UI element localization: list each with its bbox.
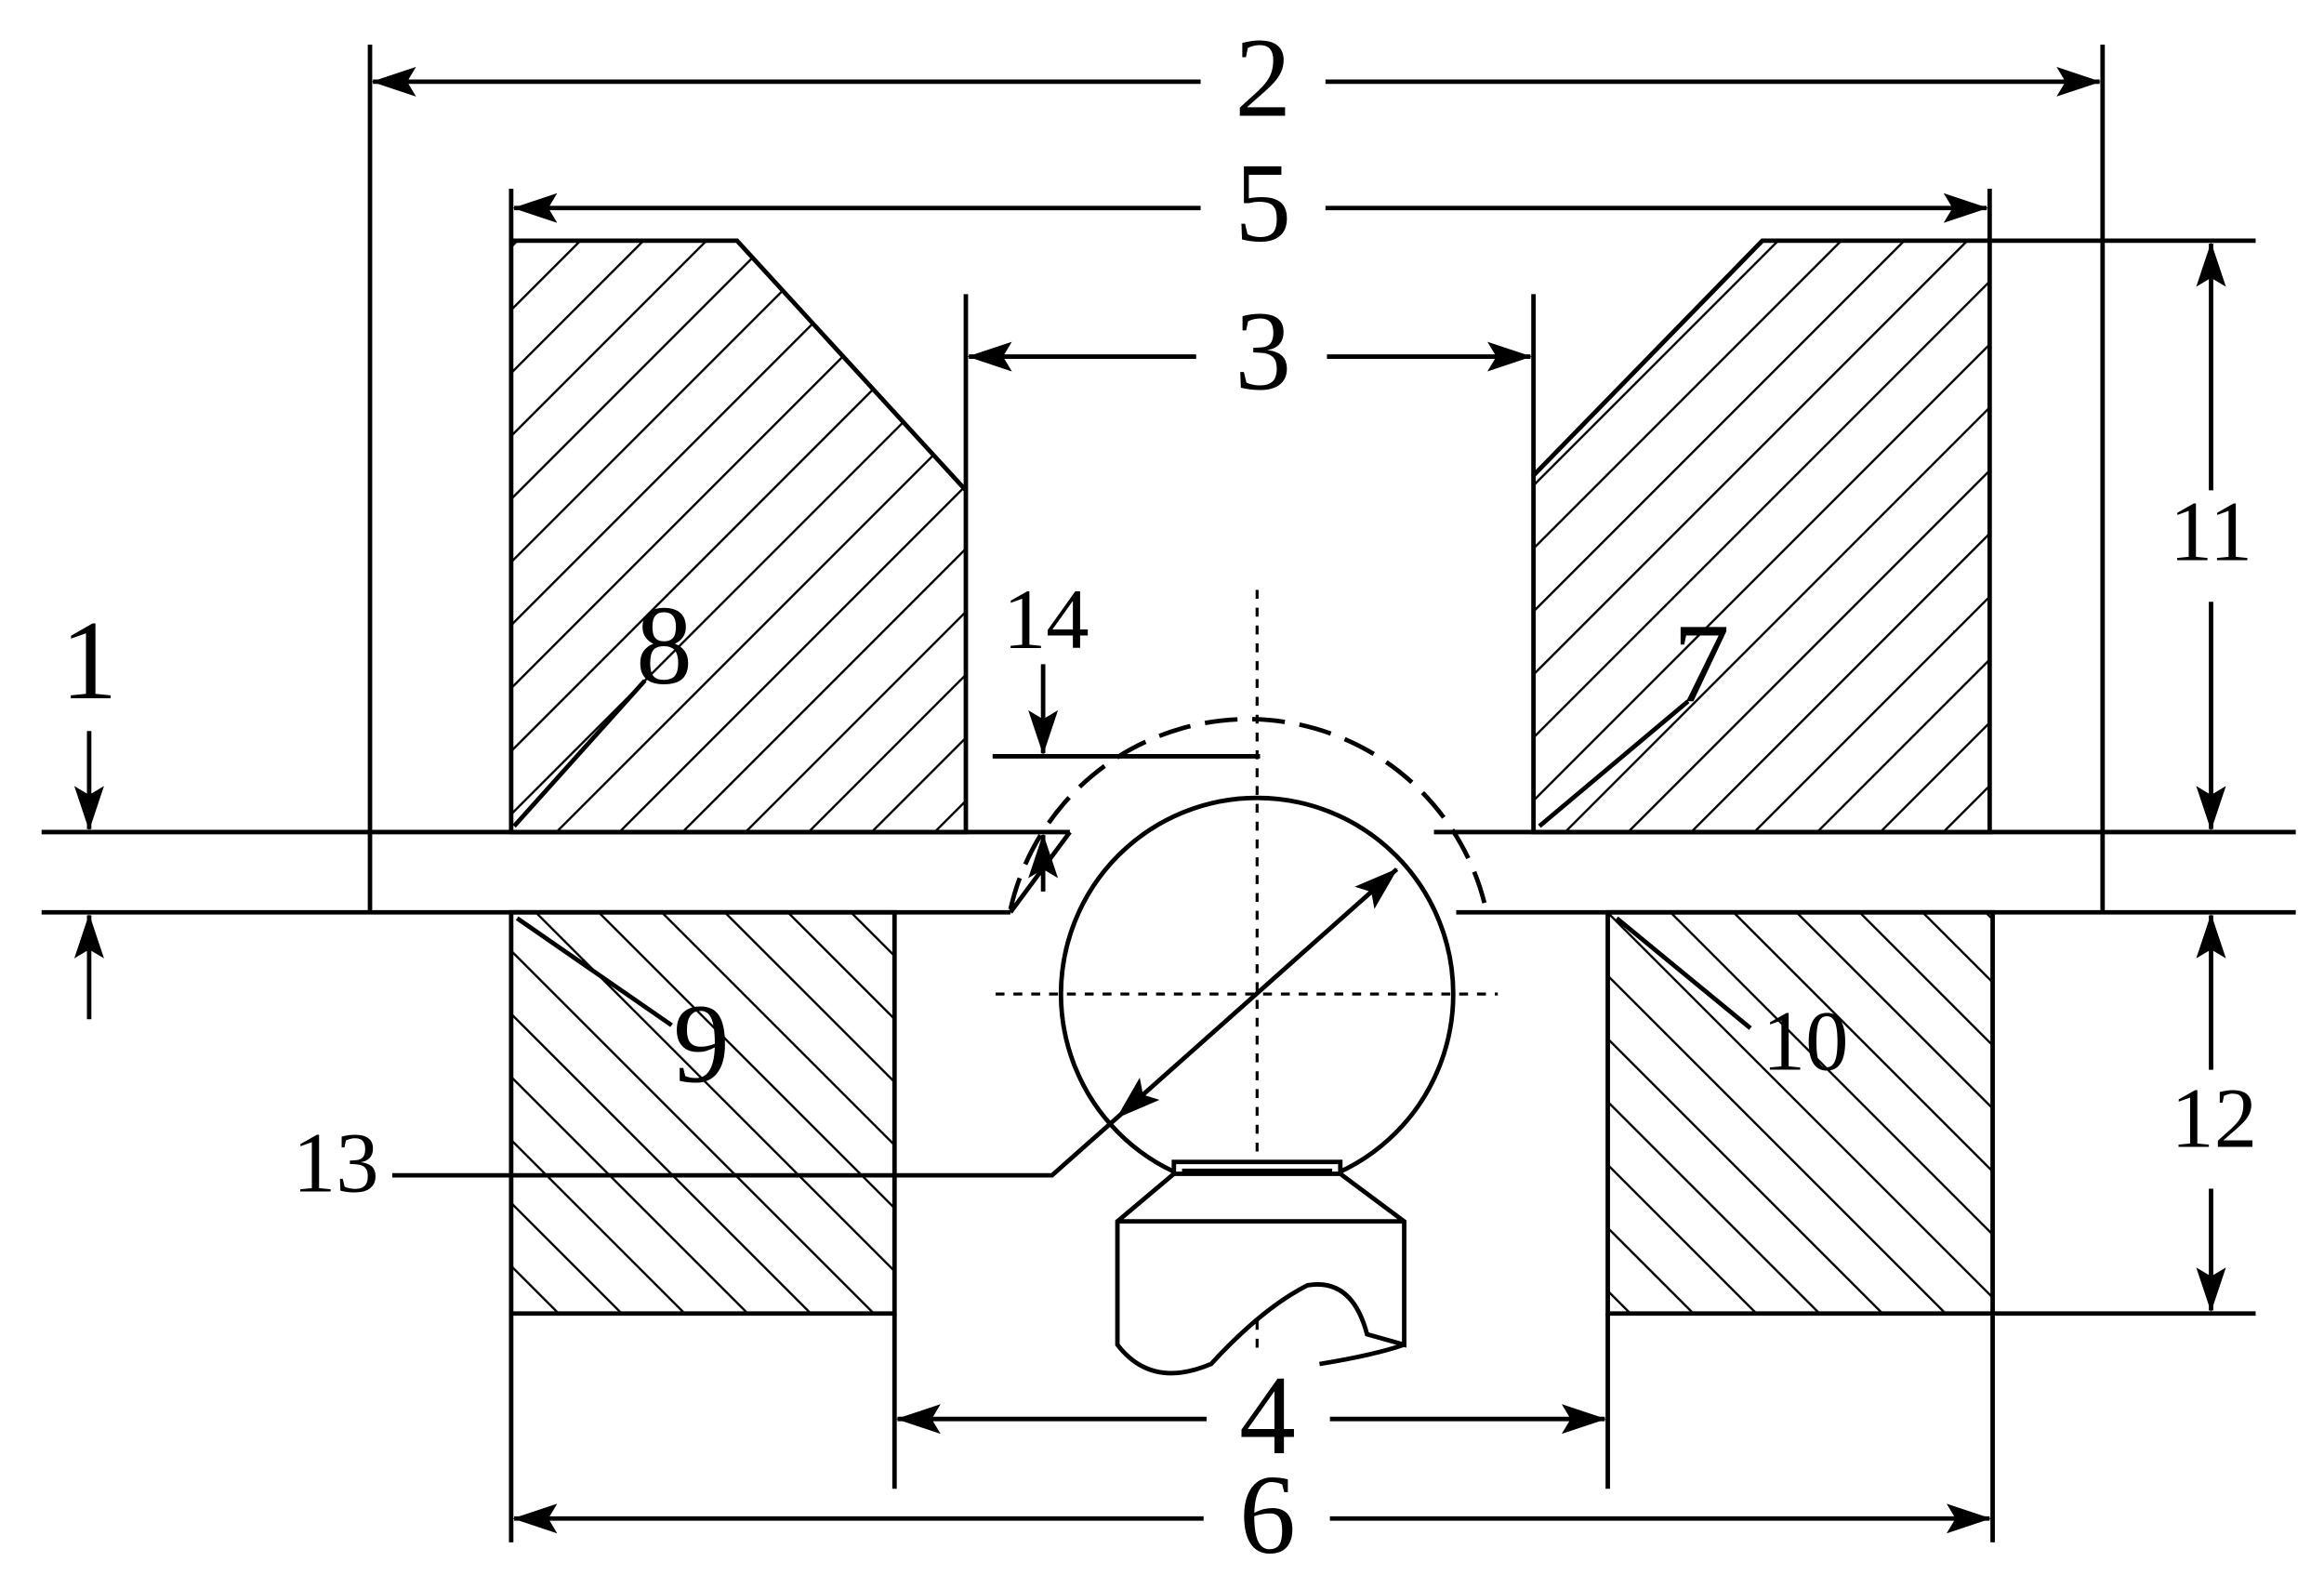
leader-lines bbox=[391, 679, 1752, 1178]
lower-left-block bbox=[508, 909, 897, 1317]
label-9: 9 bbox=[673, 982, 730, 1106]
lower-right-block bbox=[1605, 909, 1995, 1317]
upper-left-block bbox=[508, 238, 969, 835]
dimension-arrows bbox=[73, 66, 2226, 1534]
label-14: 14 bbox=[1003, 572, 1089, 668]
labels: 1 2 3 4 5 6 7 8 9 10 11 12 13 14 bbox=[61, 17, 2258, 1575]
label-8: 8 bbox=[636, 584, 693, 708]
label-7: 7 bbox=[1673, 602, 1730, 726]
label-13: 13 bbox=[293, 1116, 379, 1211]
electrode bbox=[1115, 1159, 1406, 1376]
deformed-outline bbox=[1008, 717, 1488, 910]
label-3: 3 bbox=[1235, 290, 1291, 415]
label-12: 12 bbox=[2171, 1071, 2257, 1167]
label-11: 11 bbox=[2170, 483, 2252, 579]
label-2: 2 bbox=[1235, 17, 1291, 141]
sheet-bend bbox=[1009, 830, 1072, 914]
upper-right-block bbox=[1531, 238, 1992, 835]
label-4: 4 bbox=[1239, 1354, 1296, 1478]
label-10: 10 bbox=[1763, 994, 1849, 1090]
extension-lines bbox=[367, 44, 2256, 1542]
label-6: 6 bbox=[1239, 1453, 1296, 1575]
label-5: 5 bbox=[1235, 141, 1291, 266]
sheet-lines bbox=[41, 829, 2296, 915]
label-1: 1 bbox=[61, 599, 118, 723]
